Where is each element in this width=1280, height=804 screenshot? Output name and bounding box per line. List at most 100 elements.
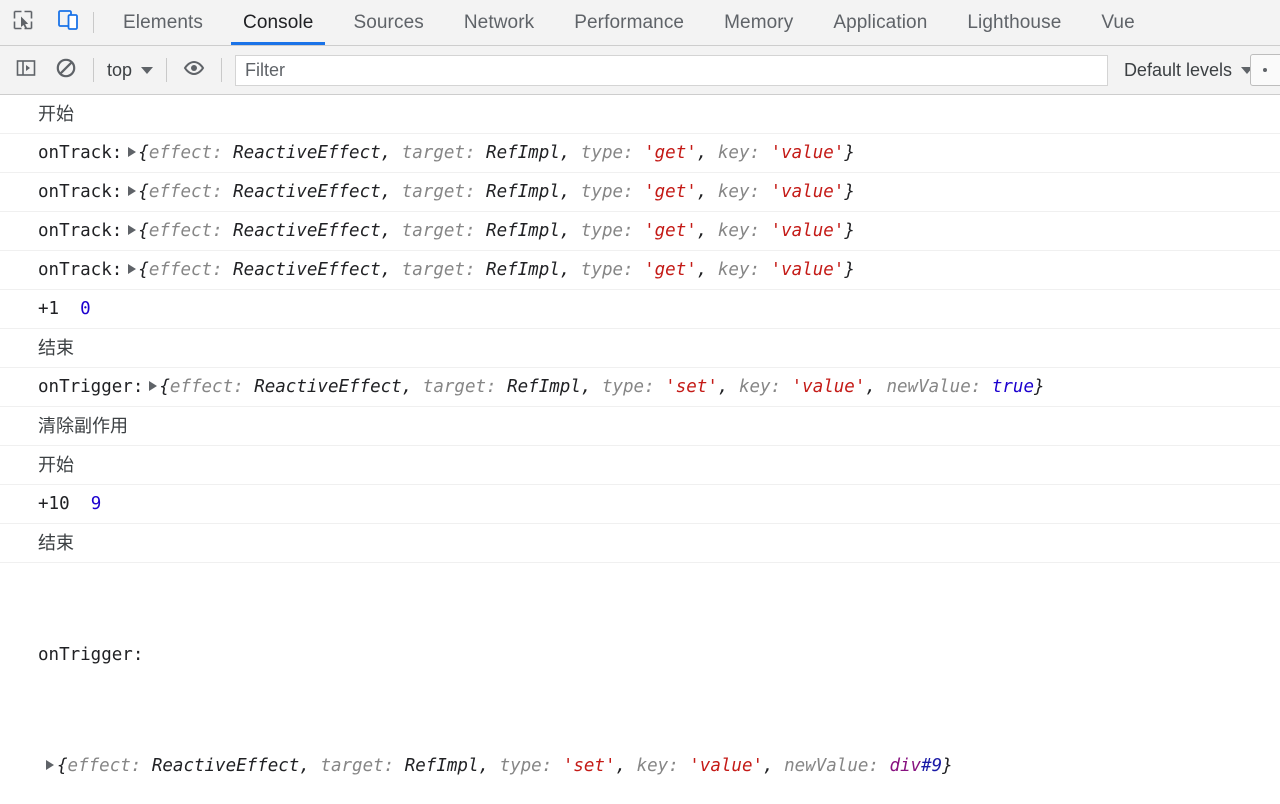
- prop-value: 'value': [689, 756, 764, 776]
- console-message[interactable]: onTrack: {effect: ReactiveEffect, target…: [0, 212, 1280, 251]
- tab-elements[interactable]: Elements: [103, 0, 223, 45]
- clear-console-icon: [55, 57, 77, 84]
- tab-console[interactable]: Console: [223, 0, 333, 45]
- prop-value: 'get': [644, 260, 697, 280]
- console-message[interactable]: onTrack: {effect: ReactiveEffect, target…: [0, 251, 1280, 290]
- expand-triangle-icon[interactable]: [128, 264, 137, 274]
- tab-performance[interactable]: Performance: [554, 0, 704, 45]
- message-label: +10: [38, 494, 70, 514]
- prop-value: RefImpl: [507, 377, 581, 397]
- message-value: 0: [80, 299, 91, 319]
- console-toolbar: top Filter Default levels: [0, 46, 1280, 95]
- expand-triangle-icon[interactable]: [128, 225, 137, 235]
- dom-node-id[interactable]: #9: [921, 756, 943, 776]
- console-message[interactable]: 开始: [0, 446, 1280, 485]
- message-object-line: {effect: ReactiveEffect, target: RefImpl…: [38, 748, 1272, 785]
- message-label: +1: [38, 299, 60, 319]
- prop-key: type: [601, 377, 645, 397]
- prop-key: effect: [148, 260, 213, 280]
- prop-key: type: [580, 182, 624, 202]
- message-label-line: onTrigger:: [38, 637, 1272, 674]
- expand-triangle-icon[interactable]: [46, 760, 54, 770]
- console-settings-button[interactable]: [1250, 54, 1280, 86]
- prop-value: 'value': [770, 182, 845, 202]
- expand-triangle-icon[interactable]: [128, 147, 137, 157]
- settings-gear-icon: [1263, 68, 1267, 72]
- tab-label: Elements: [123, 11, 204, 33]
- console-message[interactable]: 开始: [0, 95, 1280, 134]
- prop-key: effect: [148, 143, 213, 163]
- tab-label: Network: [463, 11, 535, 33]
- tab-sources[interactable]: Sources: [333, 0, 443, 45]
- clear-console-button[interactable]: [46, 50, 86, 90]
- tab-vue[interactable]: Vue: [1081, 0, 1154, 45]
- inspect-cursor-icon: [12, 9, 34, 36]
- prop-key: key: [717, 143, 750, 163]
- chevron-down-icon: [141, 66, 154, 74]
- prop-value: 'value': [770, 143, 845, 163]
- prop-value: 'value': [770, 221, 845, 241]
- prop-value: 'get': [644, 221, 697, 241]
- message-text: 开始: [38, 455, 74, 475]
- message-label: onTrigger:: [38, 645, 144, 665]
- prop-key: target: [401, 143, 465, 163]
- dom-node-tag[interactable]: div: [889, 756, 922, 776]
- message-value: 9: [90, 494, 102, 514]
- prop-key: type: [580, 221, 624, 241]
- prop-value: ReactiveEffect: [233, 221, 381, 241]
- prop-key: key: [717, 182, 750, 202]
- console-message[interactable]: onTrack: {effect: ReactiveEffect, target…: [0, 134, 1280, 173]
- devtools-tab-strip: Elements Console Sources Network Perform…: [0, 0, 1280, 46]
- prop-key: key: [738, 377, 771, 397]
- prop-value: RefImpl: [486, 260, 560, 280]
- prop-key: key: [717, 260, 750, 280]
- prop-key: type: [580, 260, 624, 280]
- prop-value: 'set': [665, 377, 718, 397]
- prop-value: RefImpl: [486, 182, 560, 202]
- console-filter-input[interactable]: Filter: [235, 54, 1108, 86]
- prop-value: true: [991, 377, 1034, 397]
- device-toolbar-toggle-button[interactable]: [46, 0, 90, 45]
- execution-context-selector[interactable]: top: [101, 60, 159, 81]
- message-text: 结束: [38, 533, 74, 553]
- console-message-list[interactable]: 开始 onTrack: {effect: ReactiveEffect, tar…: [0, 95, 1280, 803]
- tab-application[interactable]: Application: [813, 0, 947, 45]
- message-text: 开始: [38, 104, 74, 124]
- message-label: onTrack:: [38, 143, 123, 163]
- console-message[interactable]: onTrigger: {effect: ReactiveEffect, targ…: [0, 563, 1280, 803]
- prop-key: effect: [148, 182, 213, 202]
- prop-key: effect: [169, 377, 234, 397]
- tab-network[interactable]: Network: [444, 0, 554, 45]
- chevron-down-icon: [1241, 66, 1253, 74]
- prop-key: newValue: [784, 756, 869, 776]
- console-message[interactable]: +10 9: [0, 485, 1280, 524]
- tab-lighthouse[interactable]: Lighthouse: [947, 0, 1081, 45]
- toolbar-divider: [221, 58, 223, 82]
- console-message[interactable]: onTrack: {effect: ReactiveEffect, target…: [0, 173, 1280, 212]
- console-message[interactable]: 结束: [0, 524, 1280, 563]
- console-message[interactable]: 结束: [0, 329, 1280, 368]
- tab-label: Vue: [1101, 11, 1135, 33]
- execution-context-label: top: [107, 59, 133, 80]
- console-message[interactable]: 清除副作用: [0, 407, 1280, 446]
- live-expression-button[interactable]: [174, 50, 214, 90]
- prop-value: 'set': [562, 756, 616, 776]
- log-levels-selector[interactable]: Default levels: [1116, 60, 1261, 81]
- device-toggle-icon: [56, 8, 80, 37]
- expand-triangle-icon[interactable]: [128, 186, 137, 196]
- prop-key: target: [401, 182, 465, 202]
- inspect-element-button[interactable]: [0, 0, 46, 45]
- expand-triangle-icon[interactable]: [149, 381, 158, 391]
- console-message[interactable]: +1 0: [0, 290, 1280, 329]
- prop-value: RefImpl: [486, 221, 560, 241]
- tab-memory[interactable]: Memory: [704, 0, 813, 45]
- prop-value: 'get': [644, 182, 697, 202]
- tab-label: Sources: [353, 11, 424, 33]
- prop-value: RefImpl: [404, 756, 479, 776]
- prop-key: effect: [67, 756, 131, 776]
- message-label: onTrigger:: [38, 377, 144, 397]
- prop-value: 'get': [644, 143, 697, 163]
- console-message[interactable]: onTrigger: {effect: ReactiveEffect, targ…: [0, 368, 1280, 407]
- prop-value: ReactiveEffect: [233, 143, 381, 163]
- console-sidebar-button[interactable]: [6, 50, 46, 90]
